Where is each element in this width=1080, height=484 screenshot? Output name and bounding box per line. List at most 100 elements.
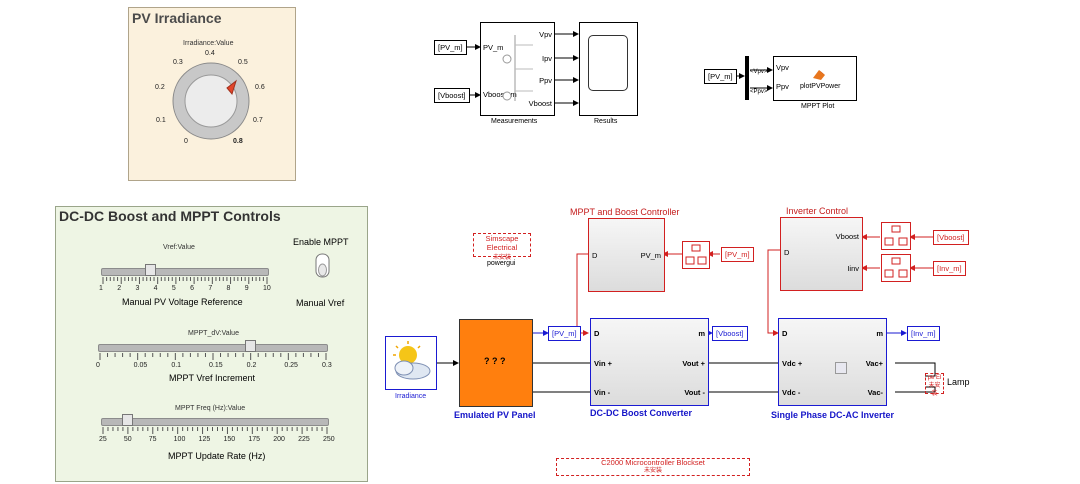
port-label: Vdc -	[782, 388, 801, 397]
dv-caption: MPPT Vref Increment	[169, 373, 256, 383]
panel-title: DC-DC Boost and MPPT Controls	[59, 208, 281, 224]
vref-slider-thumb[interactable]	[145, 264, 156, 276]
dv-slider-label: MPPT_dV:Value	[188, 330, 239, 337]
inverter-control-subsystem[interactable]: D Vboost Iinv	[780, 217, 863, 291]
port-label: PV_m	[483, 43, 504, 52]
mppt-toggle-switch[interactable]	[314, 252, 332, 280]
scope-block-red[interactable]	[881, 222, 911, 250]
bus-selector[interactable]	[745, 56, 749, 100]
port-label: Vpv	[776, 63, 789, 72]
freq-slider-label: MPPT Freq (Hz):Value	[175, 405, 246, 412]
slider-tick-label: 0.3	[322, 362, 332, 369]
knob-tick: 0.3	[173, 59, 183, 66]
powergui-block[interactable]: Simscape Electrical 未安装	[473, 233, 531, 261]
boost-caption: DC-DC Boost Converter	[590, 408, 693, 418]
emulated-pv-caption: Emulated PV Panel	[454, 410, 536, 420]
pv-panel-text: ? ? ?	[484, 356, 506, 366]
knob-pointer	[226, 79, 237, 96]
port-label: Vboost_m	[483, 90, 517, 99]
c2000-block[interactable]: C2000 Microcontroller Blockset 未安装	[556, 458, 750, 476]
port-label: D	[594, 329, 600, 338]
goto-tag-pv-m[interactable]: [PV_m]	[434, 40, 467, 55]
scope-block-red[interactable]	[682, 241, 710, 269]
freq-slider-thumb[interactable]	[122, 414, 133, 426]
slider-tick-label: 125	[198, 436, 211, 443]
results-caption: Results	[594, 118, 618, 125]
port-label: Vdc +	[782, 359, 803, 368]
vref-ticks	[102, 277, 268, 284]
slider-tick-label: 0	[96, 362, 100, 369]
freq-caption: MPPT Update Rate (Hz)	[168, 451, 266, 461]
port-label: m	[698, 329, 705, 338]
slider-tick-label: 7	[208, 285, 213, 292]
irradiance-knob[interactable]	[129, 8, 295, 180]
goto-tag-vboost[interactable]: [Vboost]	[712, 326, 748, 341]
boost-mppt-controls-panel: DC-DC Boost and MPPT Controls Vref:Value…	[55, 206, 368, 482]
boost-converter-subsystem[interactable]: D Vin + Vin - m Vout + Vout -	[590, 318, 709, 406]
dv-slider-track[interactable]	[98, 344, 328, 352]
port-label: Vin -	[594, 388, 611, 397]
from-tag-vboost[interactable]: [Vboost]	[933, 230, 969, 245]
knob-tick: 0.6	[255, 84, 265, 91]
knob-tick: 0.5	[238, 59, 248, 66]
slider-tick-label: 1	[99, 285, 103, 292]
freq-ticks	[102, 427, 328, 434]
slider-tick-label: 0.1	[171, 362, 182, 369]
scope-block-red[interactable]	[881, 254, 911, 282]
goto-tag-inv-m[interactable]: [Inv_m]	[907, 326, 940, 341]
freq-slider-track[interactable]	[101, 418, 329, 426]
knob-tick: 0.2	[155, 84, 165, 91]
function-label: plotPVPower	[800, 83, 841, 90]
c2000-sub: 未安装	[643, 468, 662, 474]
port-label: Ppv	[776, 82, 789, 91]
vref-caption: Manual PV Voltage Reference	[122, 297, 243, 307]
dv-slider-thumb[interactable]	[245, 340, 256, 352]
slider-tick-label: 0.25	[284, 362, 298, 369]
from-tag-inv-m[interactable]: [Inv_m]	[933, 261, 966, 276]
slider-tick-label: 6	[190, 285, 195, 292]
slider-tick-label: 175	[248, 436, 261, 443]
pv-irradiance-panel: PV Irradiance Irradiance:Value 0 0.1 0.2…	[128, 7, 296, 181]
from-tag-pv-m[interactable]: [PV_m]	[704, 69, 737, 84]
slider-tick-label: 25	[99, 436, 107, 443]
inverter-icon	[835, 362, 847, 374]
powergui-label: Simscape Electrical	[485, 234, 519, 252]
emulated-pv-panel-block[interactable]: ? ? ?	[459, 319, 533, 407]
lamp-block[interactable]: pe El 未安装	[925, 373, 944, 397]
knob-tick: 0.7	[253, 117, 263, 124]
slider-tick-label: 10	[263, 285, 271, 292]
vref-slider-label: Vref:Value	[163, 244, 195, 251]
enable-mppt-label: Enable MPPT	[293, 237, 349, 247]
bus-signal: <Ppv>	[750, 89, 768, 95]
panel-title: PV Irradiance	[132, 10, 222, 26]
results-scope[interactable]	[579, 22, 638, 116]
knob-tick: 0.8	[233, 138, 243, 145]
port-label: Vac+	[865, 359, 883, 368]
port-label: Vout +	[682, 359, 705, 368]
mppt-plot-block[interactable]: Vpv Ppv plotPVPower	[773, 56, 857, 101]
mppt-plot-caption: MPPT Plot	[801, 103, 835, 110]
c2000-label: C2000 Microcontroller Blockset	[601, 458, 705, 467]
slider-tick-label: 5	[171, 285, 176, 292]
slider-tick-label: 200	[273, 436, 285, 443]
matlab-icon	[813, 70, 825, 80]
goto-tag-pv-m[interactable]: [PV_m]	[548, 326, 581, 341]
slider-tick-label: 75	[148, 436, 157, 443]
vref-slider-track[interactable]	[101, 268, 269, 276]
lamp-box-label: pe El	[927, 375, 942, 381]
slider-tick-label: 2	[117, 285, 122, 292]
weather-icon	[393, 341, 431, 380]
irradiance-caption: Irradiance	[395, 393, 427, 400]
measurement-icon	[502, 35, 533, 101]
measurements-block[interactable]: PV_m Vboost_m Vpv Ipv Ppv Vboost	[480, 22, 555, 116]
mppt-controller-subsystem[interactable]: D PV_m	[588, 218, 665, 292]
knob-label: Irradiance:Value	[183, 40, 234, 47]
from-tag-pv-m[interactable]: [PV_m]	[721, 247, 754, 262]
goto-tag-vboost[interactable]: [Vboost]	[434, 88, 470, 103]
inverter-subsystem[interactable]: D Vdc + Vdc - m Vac+ Vac-	[778, 318, 887, 406]
port-label: Vboost	[835, 232, 859, 241]
irradiance-source-block[interactable]	[385, 336, 437, 390]
port-label: Iinv	[847, 264, 859, 273]
